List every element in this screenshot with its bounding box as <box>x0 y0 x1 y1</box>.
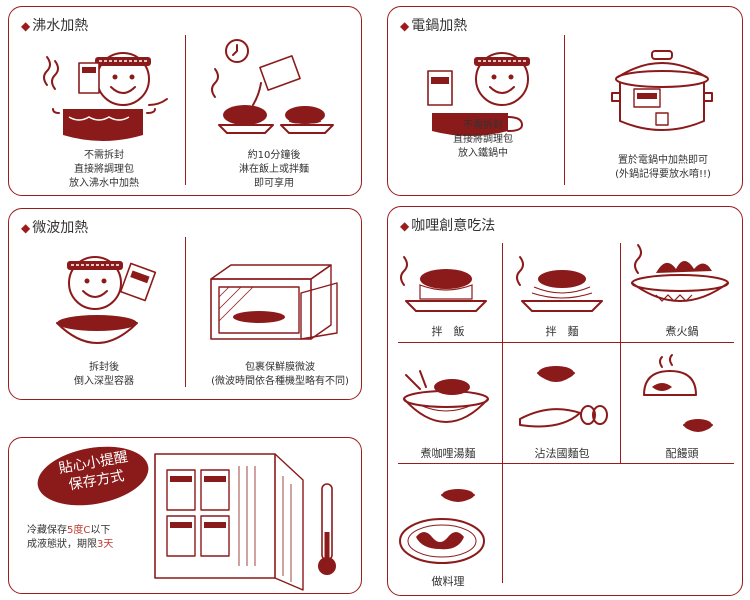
grid-line <box>398 463 734 464</box>
recipe-label: 煮火鍋 <box>665 325 699 338</box>
curry-soup-noodle-icon <box>403 370 489 423</box>
boil-panel: ◆沸水加熱 不需拆封直接將調理包放入沸水中加熱 約10分鐘後淋在飯上或拌麵即可享… <box>8 6 362 196</box>
mascot-boiling-illustration <box>43 52 168 141</box>
seafood-dish-icon <box>399 489 485 564</box>
divider <box>185 35 186 185</box>
rice-cooker-icon <box>611 50 713 131</box>
divider <box>564 35 565 185</box>
recipes-panel: ◆咖哩創意吃法 拌 飯 拌 麵 煮火鍋 煮咖哩湯麵 <box>387 206 743 596</box>
steamed-bun-icon <box>643 354 713 432</box>
hotpot-icon <box>631 244 729 302</box>
storage-text: 冷藏保存5度C以下 成液態狀，期限3天 <box>27 525 114 550</box>
curry-rice-icon <box>400 256 487 312</box>
boil-right-caption: 約10分鐘後淋在飯上或拌麵即可享用 <box>239 150 309 189</box>
curry-noodle-icon <box>516 256 603 312</box>
diamond-icon: ◆ <box>21 19 31 33</box>
mascot-bowl-illustration <box>56 256 157 344</box>
storage-tips-panel: 貼心小提醒保存方式 冷藏保存5度C以下 成液態狀，期限3天 <box>8 437 362 594</box>
recipe-label: 沾法國麵包 <box>534 447 590 460</box>
recipes-title: ◆咖哩創意吃法 <box>400 218 496 234</box>
diamond-icon: ◆ <box>400 19 410 33</box>
divider <box>185 237 186 387</box>
recipe-label: 做料理 <box>431 575 465 588</box>
grid-line <box>398 342 734 343</box>
fridge-illustration <box>154 453 304 591</box>
grid-line <box>620 243 621 463</box>
diamond-icon: ◆ <box>400 219 410 233</box>
thermometer-icon <box>318 483 336 575</box>
reminder-badge <box>37 446 149 506</box>
rice-cooker-panel: ◆電鍋加熱 不需拆封直接將調理包放入鐵鍋中 置於電鍋中加熱即可(外鍋記得要放水唷… <box>387 6 743 196</box>
microwave-right-caption: 包裹保鮮膜微波(微波時間依各種機型略有不同) <box>211 362 349 387</box>
recipe-label: 拌 飯 <box>431 325 465 338</box>
mascot-pot-illustration <box>427 52 530 136</box>
baguette-dip-icon <box>519 366 608 428</box>
rice-cooker-left-caption: 不需拆封直接將調理包放入鐵鍋中 <box>453 120 513 159</box>
microwave-panel: ◆微波加熱 拆封後倒入深型容器 包裹保鮮膜微波(微波時間依各種機型略有不同) <box>8 208 362 400</box>
recipe-label: 配饅頭 <box>665 447 699 460</box>
recipe-label: 煮咖哩湯麵 <box>420 447 476 460</box>
microwave-oven-icon <box>210 264 338 340</box>
microwave-left-caption: 拆封後倒入深型容器 <box>74 362 134 387</box>
microwave-title: ◆微波加熱 <box>21 220 89 236</box>
pouring-plates-illustration <box>211 39 334 134</box>
rice-cooker-title: ◆電鍋加熱 <box>400 18 468 34</box>
boil-title: ◆沸水加熱 <box>21 18 89 34</box>
boil-left-caption: 不需拆封直接將調理包放入沸水中加熱 <box>69 150 139 189</box>
recipe-label: 拌 麵 <box>545 325 579 338</box>
grid-line <box>502 243 503 583</box>
diamond-icon: ◆ <box>21 221 31 235</box>
rice-cooker-right-caption: 置於電鍋中加熱即可(外鍋記得要放水唷!!) <box>615 155 711 180</box>
